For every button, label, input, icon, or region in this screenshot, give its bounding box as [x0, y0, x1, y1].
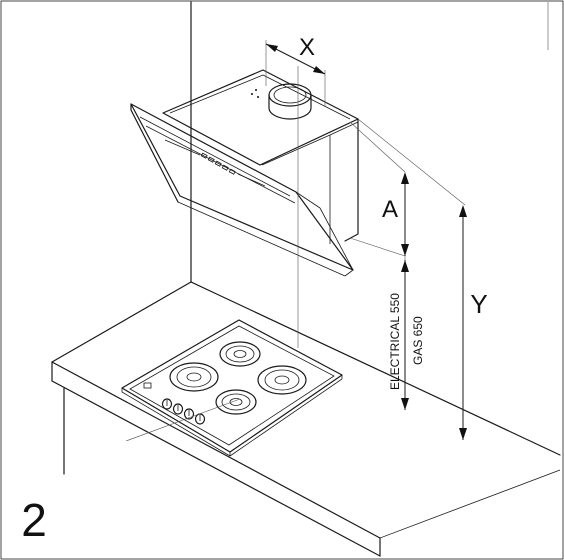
dimension-a	[401, 172, 409, 256]
dimension-y-label: Y	[470, 289, 487, 319]
hob	[121, 319, 343, 457]
hotplate-back	[219, 341, 261, 367]
hotplate-left	[169, 362, 219, 392]
clearance-electrical-label: ELECTRICAL 550	[388, 293, 402, 390]
indicator-icon	[143, 382, 152, 389]
wall	[190, 1, 549, 294]
dimension-x-label: X	[299, 34, 315, 61]
glass-panel	[130, 103, 354, 277]
cooker-hood	[130, 69, 359, 277]
hood-control-buttons	[164, 139, 266, 187]
hotplate-front	[215, 389, 257, 415]
dimension-clearance	[401, 260, 409, 410]
hob-guide-line	[125, 398, 241, 442]
clearance-gas-label: GAS 650	[411, 316, 425, 365]
exhaust-outlet	[251, 83, 312, 120]
dimension-a-label: A	[382, 196, 398, 223]
figure-number: 2	[21, 494, 47, 546]
dimension-x	[265, 40, 326, 106]
dimension-y	[459, 205, 467, 440]
hotplate-right	[257, 365, 307, 395]
worktop	[51, 281, 561, 557]
